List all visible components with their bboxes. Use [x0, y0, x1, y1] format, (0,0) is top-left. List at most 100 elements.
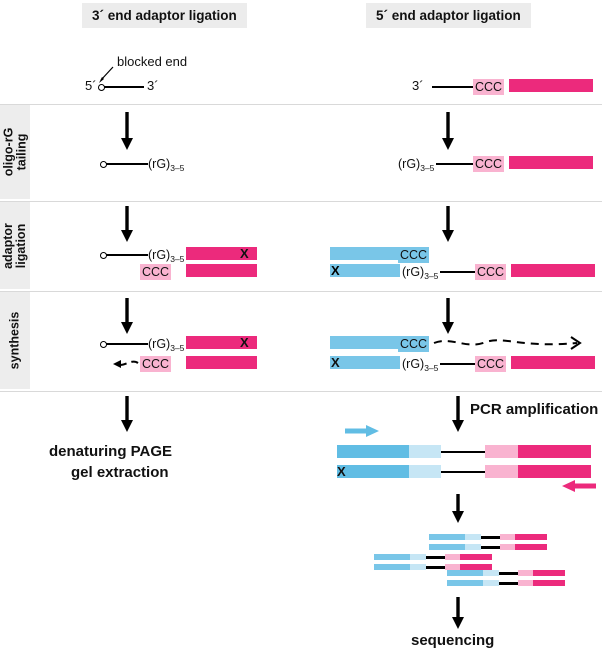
- magenta-adaptor-ligation-left-top: [186, 247, 257, 260]
- rg-chip-tailing-right: (rG)3–5: [396, 156, 436, 174]
- stage-band-synthesis: [0, 291, 602, 392]
- denaturing-page-label: denaturing PAGE: [49, 443, 173, 460]
- product-c-bot-line: [499, 581, 518, 585]
- product-c-top-line: [499, 571, 518, 575]
- rg-text: (rG): [148, 248, 171, 262]
- rg-text: (rG): [398, 157, 421, 171]
- ccc-chip-tailing-right: CCC: [473, 156, 505, 172]
- product-c-bot-bluelight: [483, 580, 499, 586]
- ccc-chip-ligation-left: CCC: [140, 264, 172, 280]
- ccc-chip-synthesis-left: CCC: [140, 356, 172, 372]
- blocked-end-label: blocked end: [117, 54, 188, 69]
- rg-subscript: 3–5: [420, 163, 435, 173]
- five-prime-label-start: 5´: [85, 78, 97, 93]
- rg-text: (rG): [402, 265, 425, 279]
- pcr-top-bluelight-segment: [409, 445, 441, 458]
- pcr-bottom-pinklight-segment: [485, 465, 518, 478]
- product-b-bot-pinklight: [445, 564, 460, 570]
- rna-strand-synthesis-left: [106, 342, 148, 346]
- product-c-top-blue: [447, 570, 483, 576]
- ccc-chip-start-right: CCC: [473, 79, 505, 95]
- rna-strand-synthesis-right: [440, 362, 476, 366]
- pcr-bottom-bluelight-segment: [409, 465, 441, 478]
- x-mark-synthesis-left: X: [240, 335, 249, 350]
- product-a-bot-blue: [429, 544, 465, 550]
- x-mark-ligation-left: X: [240, 246, 249, 261]
- rg-chip-tailing-left: (rG)3–5: [146, 156, 186, 174]
- pcr-bottom-magenta-segment: [518, 465, 591, 478]
- ccc-chip-ligation-right-bottom: CCC: [475, 264, 507, 280]
- rg-chip-ligation-left: (rG)3–5: [146, 247, 186, 265]
- magenta-adaptor-synthesis-left-bottom: [186, 356, 257, 369]
- rna-strand-tailing-left: [106, 162, 148, 166]
- product-b-bot-magenta: [460, 564, 492, 570]
- pcr-bottom-blue-segment: [337, 465, 409, 478]
- sequencing-label: sequencing: [411, 632, 495, 649]
- product-a-top-pinklight: [500, 534, 515, 540]
- gel-extraction-label: gel extraction: [71, 464, 169, 481]
- blue-adaptor-ligation-right-top: [330, 247, 400, 260]
- product-a-bot-magenta: [515, 544, 547, 550]
- rna-strand-tailing-right: [436, 162, 474, 166]
- ccc-chip-ligation-right-top: CCC: [398, 247, 430, 263]
- product-a-top-blue: [429, 534, 465, 540]
- rg-text: (rG): [402, 357, 425, 371]
- pcr-top-blue-segment: [337, 445, 409, 458]
- product-b-top-line: [426, 555, 445, 559]
- ccc-chip-synthesis-right-bottom: CCC: [475, 356, 507, 372]
- product-c-top-bluelight: [483, 570, 499, 576]
- magenta-adaptor-synthesis-left-top: [186, 336, 257, 349]
- x-mark-pcr: X: [337, 464, 346, 479]
- magenta-adaptor-ligation-left-bottom: [186, 264, 257, 277]
- rg-subscript: 3–5: [424, 271, 439, 281]
- rg-subscript: 3–5: [170, 343, 185, 353]
- product-b-top-magenta: [460, 554, 492, 560]
- product-a-top-bluelight: [465, 534, 481, 540]
- product-b-top-blue: [374, 554, 410, 560]
- blue-adaptor-synthesis-right-top: [330, 336, 400, 349]
- pcr-top-insert-line: [441, 450, 485, 454]
- product-b-top-pinklight: [445, 554, 460, 560]
- x-mark-synthesis-right: X: [331, 355, 340, 370]
- product-a-top-line: [481, 535, 500, 539]
- product-a-bot-line: [481, 545, 500, 549]
- three-prime-label-start-right: 3´: [412, 78, 424, 93]
- magenta-adaptor-start-right: [509, 79, 593, 92]
- product-c-top-magenta: [533, 570, 565, 576]
- product-b-top-bluelight: [410, 554, 426, 560]
- rna-strand-ligation-right: [440, 270, 476, 274]
- product-b-bot-line: [426, 565, 445, 569]
- rg-text: (rG): [148, 157, 171, 171]
- product-c-top-pinklight: [518, 570, 533, 576]
- magenta-adaptor-synthesis-right-bottom: [511, 356, 595, 369]
- stage-label-oligo-rg-tailing: oligo-rG tailing: [0, 105, 30, 199]
- ccc-chip-synthesis-right-top: CCC: [398, 336, 430, 352]
- product-b-bot-blue: [374, 564, 410, 570]
- three-prime-label-start: 3´: [147, 78, 159, 93]
- pcr-top-pinklight-segment: [485, 445, 518, 458]
- rna-strand-start-left: [104, 85, 144, 89]
- header-left-title: 3´ end adaptor ligation: [82, 3, 247, 28]
- stage-label-adaptor-ligation: adaptor ligation: [0, 202, 30, 289]
- rg-subscript: 3–5: [424, 363, 439, 373]
- product-a-top-magenta: [515, 534, 547, 540]
- product-c-bot-pinklight: [518, 580, 533, 586]
- rg-chip-synthesis-right: (rG)3–5: [400, 356, 440, 374]
- rg-chip-ligation-right: (rG)3–5: [400, 264, 440, 282]
- product-a-bot-pinklight: [500, 544, 515, 550]
- rna-strand-start-right: [432, 85, 474, 89]
- magenta-adaptor-ligation-right: [511, 264, 595, 277]
- rg-chip-synthesis-left: (rG)3–5: [146, 336, 186, 354]
- blue-adaptor-ligation-right-bottom: [330, 264, 400, 277]
- pcr-bottom-insert-line: [441, 470, 485, 474]
